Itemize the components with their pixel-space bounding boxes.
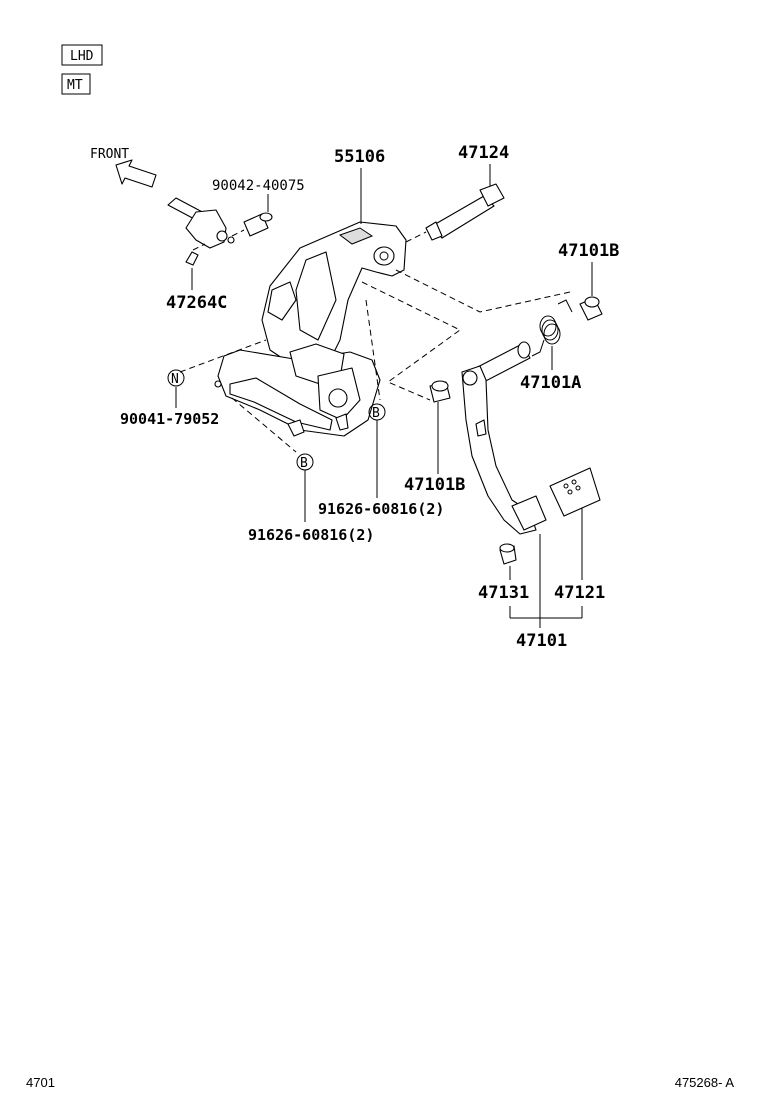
callout-90041-79052: 90041-79052	[120, 410, 219, 428]
callout-47101: 47101	[516, 631, 567, 651]
bushing-upper-47101b	[579, 296, 603, 321]
stud-marker-right: B	[368, 403, 386, 421]
callout-47101b-upper: 47101B	[558, 241, 619, 261]
bolt-90042-40075	[231, 212, 273, 237]
tag-lhd-label: LHD	[70, 49, 94, 64]
callout-90042-40075: 90042-40075	[212, 178, 305, 194]
stud-marker-left: B	[296, 453, 314, 471]
stud-marker-left-label: B	[300, 456, 308, 471]
pivot-bolt-47124	[405, 183, 505, 243]
front-label: FRONT	[90, 147, 129, 162]
footer-figure-number: 4701	[26, 1075, 55, 1090]
front-arrow-icon	[115, 159, 157, 188]
spring-47101a	[531, 299, 573, 357]
tag-mt: MT	[61, 73, 91, 95]
clutch-pedal-arm	[461, 341, 547, 535]
pedal-bracket-55106	[214, 221, 407, 437]
callout-91626-60816-left: 91626-60816(2)	[248, 526, 374, 544]
footer-illustration-id: 475268- A	[674, 1075, 734, 1090]
callout-47131: 47131	[478, 583, 529, 603]
guide-line-1	[361, 281, 461, 401]
clip-47264c	[185, 243, 206, 266]
callout-91626-60816-right: 91626-60816(2)	[318, 500, 444, 518]
callout-47264c: 47264C	[166, 293, 227, 313]
guide-line-3	[365, 299, 381, 401]
tag-lhd: LHD	[61, 44, 103, 66]
callout-47124: 47124	[458, 143, 509, 163]
nut-marker: N	[167, 369, 185, 387]
guide-line-2	[395, 269, 571, 313]
callout-47101a: 47101A	[520, 373, 581, 393]
tag-mt-label: MT	[67, 78, 83, 93]
bushing-lower-47101b	[429, 380, 451, 403]
guide-line-4	[179, 339, 267, 373]
stopper-47131	[499, 543, 517, 565]
pedal-pad-47121	[549, 467, 601, 517]
nut-marker-label: N	[171, 372, 179, 387]
rod-clevis	[167, 197, 235, 249]
callout-55106: 55106	[334, 147, 385, 167]
stud-marker-right-label: B	[372, 406, 380, 421]
callout-47101b-lower: 47101B	[404, 475, 465, 495]
guide-line-5	[231, 397, 297, 453]
callout-47121: 47121	[554, 583, 605, 603]
leader-lines	[175, 164, 593, 628]
